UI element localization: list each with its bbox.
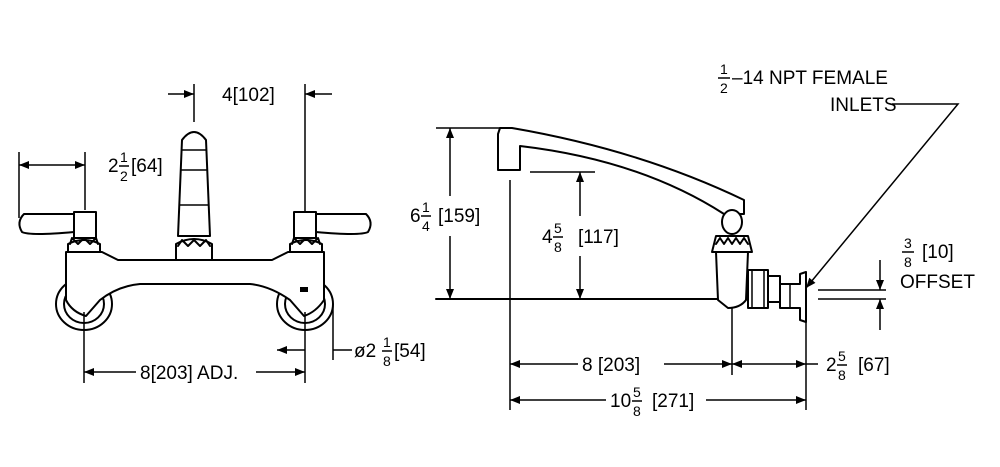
dim-height: 6 1 4 [159]: [410, 127, 500, 299]
dim-spout-mm: [117]: [578, 227, 619, 248]
dim-reach: 8 [203]: [510, 352, 732, 376]
dim-wall: 2 5 8 [67]: [732, 348, 890, 383]
dim-handle-num: 1: [120, 149, 128, 165]
side-valve: [711, 209, 807, 323]
dim-handle-mm: [64]: [131, 156, 163, 177]
dim-spout-den: 8: [554, 239, 562, 255]
dim-reach-label: 8 [203]: [582, 355, 640, 376]
inlet-den: 2: [720, 80, 728, 96]
dim-spout-whole: 4: [542, 227, 553, 248]
dim-offset-mm: [10]: [922, 242, 954, 263]
dim-wall-den: 8: [838, 367, 846, 383]
front-view: 4[102] 2 1 2 [64] 8[203] ADJ. ø2: [18, 84, 426, 384]
dim-flange-prefix: ø2: [354, 341, 376, 362]
dim-top-spacing-label: 4[102]: [222, 85, 275, 106]
dim-offset-den: 8: [904, 254, 912, 270]
dim-adj-center-label: 8[203] ADJ.: [140, 363, 238, 384]
inlet-num: 1: [720, 61, 728, 77]
body-mark: [300, 287, 308, 292]
inlet-callout: 1 2 –14 NPT FEMALE INLETS: [718, 61, 960, 289]
dim-wall-mm: [67]: [858, 355, 890, 376]
dim-height-whole: 6: [410, 206, 421, 227]
faucet-body: [65, 251, 325, 317]
dim-spout-height: 4 5 8 [117]: [530, 171, 619, 299]
dim-total-den: 8: [633, 403, 641, 419]
dim-flange-mm: [54]: [394, 341, 426, 362]
dim-total-whole: 10: [610, 391, 631, 412]
dim-total-num: 5: [633, 384, 641, 400]
side-view: 6 1 4 [159] 4 5 8 [117] 8 [203]: [410, 61, 975, 419]
dim-total-mm: [271]: [652, 391, 694, 412]
dim-flange-num: 1: [383, 334, 391, 350]
dim-height-den: 4: [422, 218, 430, 234]
dim-total: 10 5 8 [271]: [510, 384, 806, 419]
dim-height-num: 1: [422, 199, 430, 215]
dim-offset: 3 8 [10] OFFSET: [876, 235, 975, 330]
dim-handle-whole: 2: [108, 156, 119, 177]
dim-wall-num: 5: [838, 348, 846, 364]
inlet-line1: –14 NPT FEMALE: [732, 68, 888, 89]
dim-handle: 2 1 2 [64]: [18, 149, 163, 218]
inlet-line2: INLETS: [830, 95, 897, 116]
dim-handle-den: 2: [120, 168, 128, 184]
dim-flange: ø2 1 8 [54]: [277, 304, 426, 369]
dim-flange-den: 8: [383, 353, 391, 369]
dim-height-mm: [159]: [438, 206, 480, 227]
right-handle: [289, 211, 372, 253]
dim-offset-num: 3: [904, 235, 912, 251]
dim-top-spacing: 4[102]: [168, 84, 332, 212]
dim-wall-whole: 2: [826, 355, 837, 376]
left-handle: [18, 211, 101, 253]
dim-spout-num: 5: [554, 220, 562, 236]
dim-offset-label: OFFSET: [900, 272, 975, 293]
spout-arm: [497, 127, 745, 215]
dim-adj-center: 8[203] ADJ.: [83, 312, 306, 384]
center-spout: [175, 131, 213, 261]
